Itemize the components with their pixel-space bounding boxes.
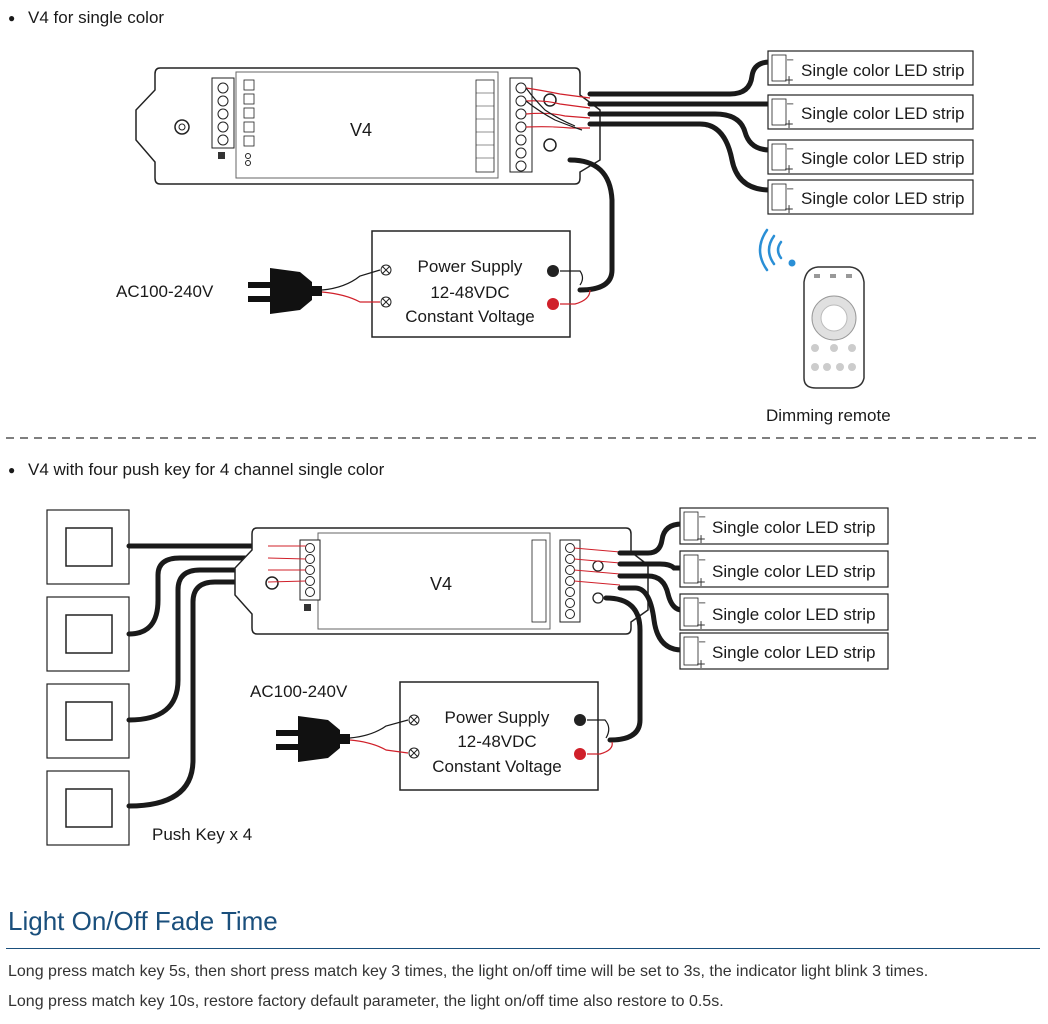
svg-text:−: −	[698, 598, 706, 609]
fade-time-title: Light On/Off Fade Time	[8, 906, 278, 936]
svg-text:+: +	[784, 162, 794, 176]
section2-caption: V4 with four push key for 4 channel sing…	[28, 460, 385, 479]
output-wires-red-top	[525, 65, 787, 129]
strip-label: Single color LED strip	[712, 518, 875, 537]
wifi-signal-icon	[758, 228, 796, 272]
svg-text:+: +	[696, 618, 706, 632]
pushkey-label: Push Key x 4	[152, 825, 252, 844]
push-key-2[interactable]	[46, 596, 130, 672]
plug-icon	[276, 716, 350, 762]
fade-time-instruction-1: Long press match key 5s, then short pres…	[8, 963, 929, 980]
power-supply-top: Power Supply 12-48VDC Constant Voltage	[371, 230, 571, 338]
output-wires-bottom	[603, 521, 685, 743]
section1-caption: V4 for single color	[28, 8, 164, 27]
svg-text:−: −	[698, 555, 706, 566]
title-divider	[6, 948, 1040, 949]
wiring-diagram: ● V4 for single color V4	[6, 8, 1040, 846]
ac-label: AC100-240V	[116, 282, 214, 301]
push-key-4[interactable]	[46, 770, 130, 846]
push-key-icon	[65, 527, 113, 567]
power-line3: Constant Voltage	[432, 757, 561, 776]
led-strip-3: − + Single color LED strip	[767, 139, 974, 176]
power-terminal-icon	[547, 265, 559, 277]
svg-text:−: −	[786, 184, 794, 195]
remote-label: Dimming remote	[766, 406, 891, 425]
power-line3: Constant Voltage	[405, 307, 534, 326]
strip-label: Single color LED strip	[801, 189, 964, 208]
svg-text:+: +	[696, 657, 706, 671]
power-line2: 12-48VDC	[457, 732, 536, 751]
plug-icon	[248, 268, 322, 314]
push-key-3[interactable]	[46, 683, 130, 759]
svg-text:+: +	[784, 117, 794, 131]
push-key-1[interactable]	[46, 509, 130, 585]
svg-text:−: −	[698, 512, 706, 523]
mount-hole-icon	[174, 119, 190, 135]
strip-label: Single color LED strip	[801, 61, 964, 80]
controller-v4-top: V4	[135, 67, 601, 185]
svg-text:+: +	[696, 575, 706, 589]
power-line1: Power Supply	[445, 708, 550, 727]
led-strip-7: − + Single color LED strip	[679, 593, 889, 632]
svg-text:−: −	[786, 144, 794, 155]
svg-text:−: −	[786, 55, 794, 66]
strip-label: Single color LED strip	[801, 104, 964, 123]
svg-text:+: +	[784, 73, 794, 87]
led-strip-2: − + Single color LED strip	[767, 94, 974, 131]
controller-v4-bottom: V4	[234, 527, 649, 635]
controller-label: V4	[430, 574, 452, 594]
power-line1: Power Supply	[418, 257, 523, 276]
led-strip-8: − + Single color LED strip	[679, 632, 889, 671]
power-line2: 12-48VDC	[430, 283, 509, 302]
led-strip-4: − + Single color LED strip	[767, 179, 974, 216]
controller-label: V4	[350, 120, 372, 140]
led-strip-5: − + Single color LED strip	[679, 507, 889, 546]
section2-bullet: ●	[8, 463, 15, 477]
input-terminal-left	[211, 77, 255, 166]
svg-text:−: −	[786, 99, 794, 110]
ac-label: AC100-240V	[250, 682, 348, 701]
fade-time-instruction-2: Long press match key 10s, restore factor…	[8, 993, 724, 1010]
strip-label: Single color LED strip	[712, 643, 875, 662]
led-strip-icon	[771, 54, 787, 82]
led-strip-6: − + Single color LED strip	[679, 550, 889, 589]
remote-icon[interactable]	[803, 266, 865, 389]
svg-text:+: +	[784, 202, 794, 216]
led-strip-1: − + Single color LED strip	[767, 50, 974, 87]
strip-label: Single color LED strip	[712, 605, 875, 624]
power-supply-bottom: Power Supply 12-48VDC Constant Voltage	[399, 681, 599, 791]
section1-bullet: ●	[8, 11, 15, 25]
svg-text:+: +	[696, 532, 706, 546]
strip-label: Single color LED strip	[712, 562, 875, 581]
strip-label: Single color LED strip	[801, 149, 964, 168]
output-wires-top	[567, 59, 773, 293]
svg-text:−: −	[698, 637, 706, 648]
